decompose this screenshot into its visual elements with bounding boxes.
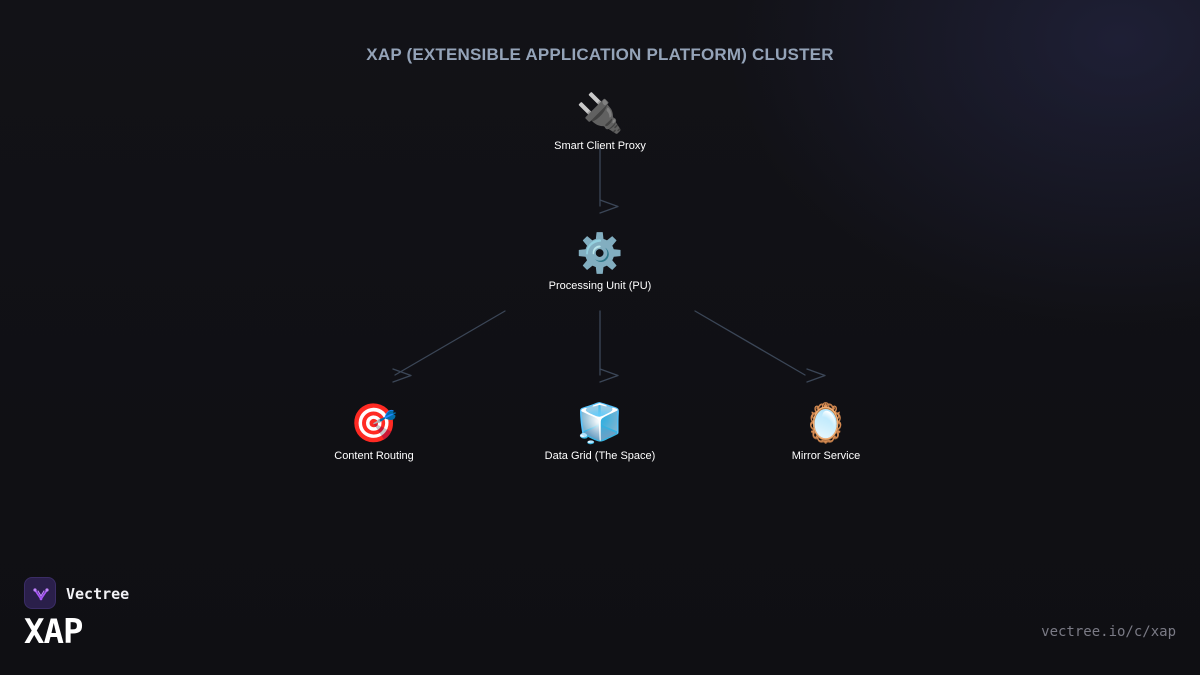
plug-icon: 🔌	[576, 93, 624, 135]
vectree-logo-icon	[24, 577, 56, 609]
mirror-icon: 🪞	[802, 403, 850, 445]
ice-cube-icon: 🧊	[576, 403, 624, 445]
node-smart-client-proxy: 🔌 Smart Client Proxy	[500, 92, 700, 152]
node-label: Content Routing	[334, 450, 414, 462]
node-processing-unit: ⚙️ Processing Unit (PU)	[500, 232, 700, 292]
node-label: Data Grid (The Space)	[544, 450, 656, 462]
node-label: Mirror Service	[791, 450, 861, 462]
target-icon: 🎯	[350, 403, 398, 445]
edge-proxy-to-pu	[599, 147, 619, 214]
node-label: Smart Client Proxy	[554, 140, 646, 152]
diagram-title: XAP (EXTENSIBLE APPLICATION PLATFORM) CL…	[366, 45, 834, 64]
edge-pu-to-routing	[392, 310, 506, 383]
source-url[interactable]: vectree.io/c/xap	[1041, 624, 1176, 640]
node-content-routing: 🎯 Content Routing	[274, 402, 474, 462]
brand-name: Vectree	[66, 585, 130, 603]
product-name: XAP	[24, 612, 83, 652]
edge-pu-to-mirror	[694, 310, 826, 383]
edge-pu-to-grid	[599, 310, 619, 383]
node-label: Processing Unit (PU)	[548, 280, 652, 292]
node-mirror-service: 🪞 Mirror Service	[726, 402, 926, 462]
node-data-grid: 🧊 Data Grid (The Space)	[500, 402, 700, 462]
gear-icon: ⚙️	[576, 233, 624, 275]
